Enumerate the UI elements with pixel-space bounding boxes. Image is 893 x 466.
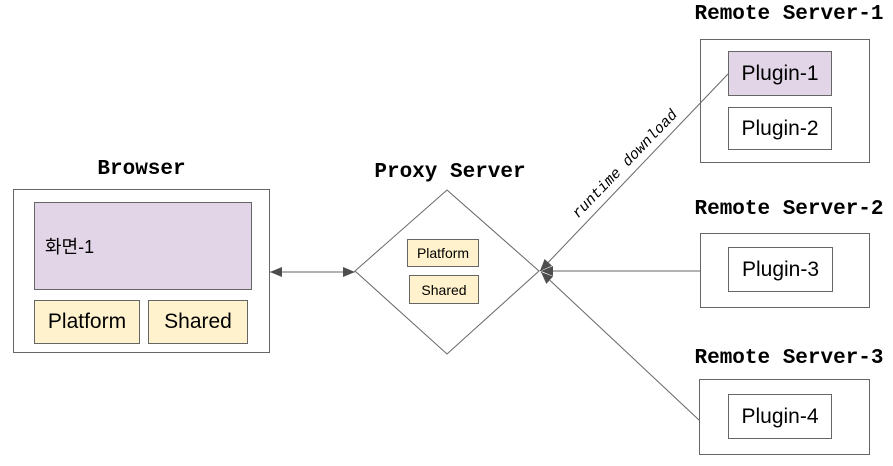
- proxy-server-title: Proxy Server: [374, 161, 526, 184]
- proxy-diamond-shape: [354, 189, 540, 355]
- browser-title: Browser: [97, 158, 186, 181]
- plugin-2-box: Plugin-2: [728, 107, 832, 150]
- remote-server-3-title: Remote Server-3: [694, 347, 884, 370]
- edge-remote-server-3-to-proxy-arrow: [540, 271, 700, 421]
- browser-screen-label: 화면-1: [45, 237, 95, 257]
- remote-server-2-node: [700, 233, 870, 308]
- plugin-1-box: Plugin-1: [728, 51, 832, 96]
- proxy-shared-box: Shared: [409, 275, 479, 304]
- remote-server-1-title: Remote Server-1: [694, 3, 884, 26]
- plugin-3-box: Plugin-3: [728, 247, 833, 292]
- edge-remote-server-1-to-proxy-arrow: [539, 73, 729, 272]
- plugin-4-box: Plugin-4: [728, 394, 832, 439]
- browser-shared-box: Shared: [148, 300, 248, 344]
- browser-screen-box: 화면-1: [34, 202, 252, 290]
- browser-node: [13, 189, 270, 353]
- remote-server-1-node: [700, 39, 870, 163]
- proxy-platform-box: Platform: [407, 239, 479, 267]
- remote-server-2-title: Remote Server-2: [694, 198, 884, 221]
- browser-platform-box: Platform: [34, 300, 140, 344]
- remote-server-3-node: [699, 379, 870, 455]
